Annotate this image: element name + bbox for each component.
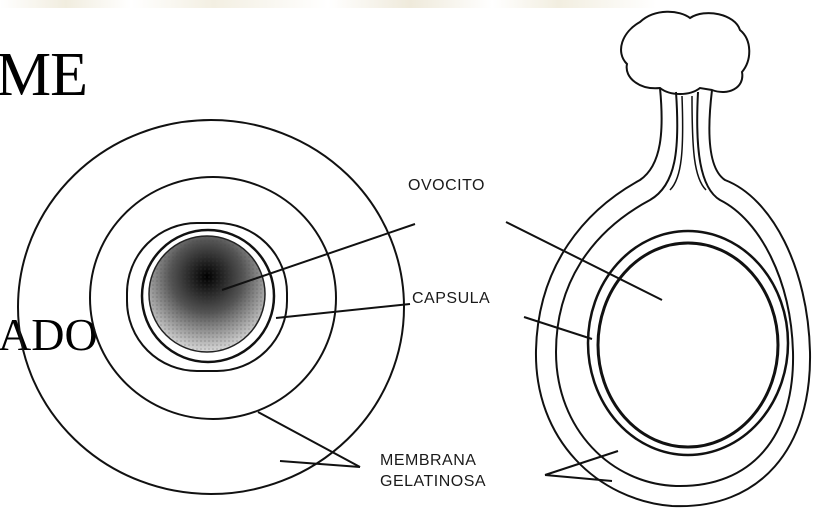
egg-front-view <box>18 120 404 494</box>
membrana-pointer-a <box>258 412 360 467</box>
label-gelatinosa: GELATINOSA <box>380 473 486 490</box>
membrana-pointer-d <box>545 475 612 481</box>
inner-membrane-outline <box>556 92 793 486</box>
egg-side-view <box>536 12 810 506</box>
gelatinous-stalk-cap <box>621 12 749 94</box>
ovocyte-side <box>598 243 778 447</box>
label-ovocito: OVOCITO <box>408 177 485 194</box>
capsule-side-outer <box>588 231 788 455</box>
label-capsula: CAPSULA <box>412 290 490 307</box>
capsula-pointer-left <box>276 304 410 318</box>
pointer-lines <box>222 222 662 481</box>
label-membrana: MEMBRANA <box>380 452 476 469</box>
membrana-pointer-c <box>545 451 618 475</box>
